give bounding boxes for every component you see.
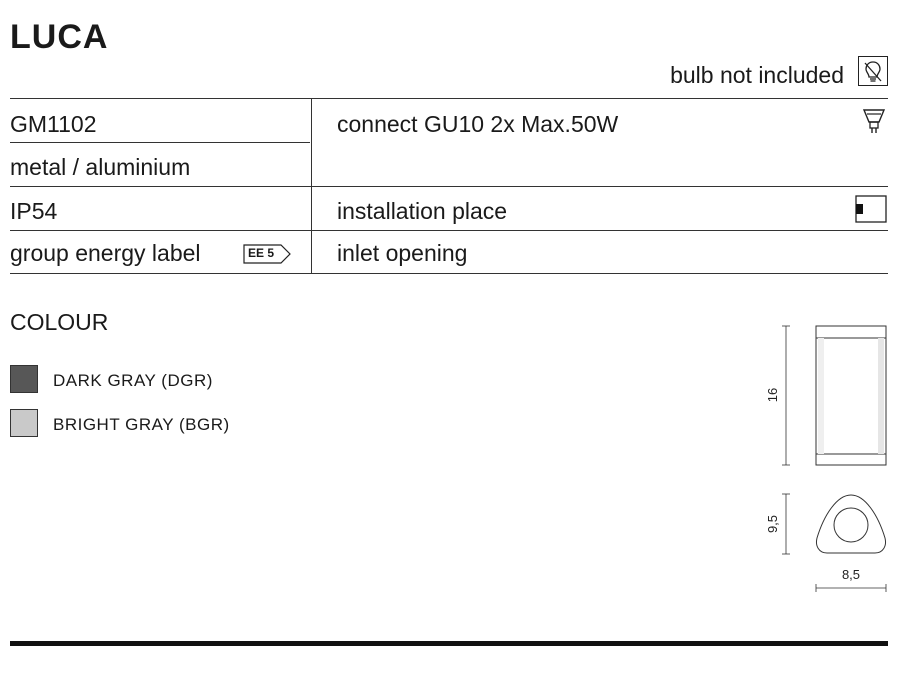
depth-dimension-line xyxy=(782,493,790,555)
bulb-note: bulb not included xyxy=(670,62,844,88)
connect-spec: connect GU10 2x Max.50W xyxy=(337,111,619,137)
ip-rating: IP54 xyxy=(10,198,58,224)
table-rule xyxy=(10,142,310,143)
height-dimension-line xyxy=(782,325,790,466)
energy-label: group energy label xyxy=(10,240,201,266)
dimension-drawing: 16 9,5 8,5 xyxy=(765,325,887,592)
top-view-drawing xyxy=(816,494,886,554)
bottom-rule xyxy=(10,641,888,646)
table-rule xyxy=(10,230,888,231)
width-dimension-line xyxy=(815,584,887,592)
table-top-rule xyxy=(10,98,888,99)
swatch-dark-gray[interactable] xyxy=(10,365,38,393)
product-code: GM1102 xyxy=(10,111,97,137)
table-bottom-rule xyxy=(10,273,888,274)
installation-place: installation place xyxy=(337,198,508,224)
bulb-not-included-icon xyxy=(858,56,888,86)
swatch-bright-gray[interactable] xyxy=(10,409,38,437)
inlet-opening: inlet opening xyxy=(337,240,468,266)
energy-badge-text: EE 5 xyxy=(248,246,275,260)
energy-badge-icon: EE 5 xyxy=(243,243,293,265)
colour-heading: COLOUR xyxy=(10,309,109,335)
product-title: LUCA xyxy=(10,18,109,56)
swatch-label-bright-gray: BRIGHT GRAY (BGR) xyxy=(53,415,230,434)
depth-dimension-label: 9,5 xyxy=(765,515,780,533)
wall-mount-icon xyxy=(855,195,887,228)
gu10-bulb-icon xyxy=(862,108,886,141)
material: metal / aluminium xyxy=(10,154,191,180)
height-dimension-label: 16 xyxy=(765,388,780,402)
width-dimension-label: 8,5 xyxy=(842,567,860,582)
swatch-label-dark-gray: DARK GRAY (DGR) xyxy=(53,371,213,390)
table-rule xyxy=(10,186,888,187)
side-view-drawing xyxy=(815,325,887,466)
table-column-divider xyxy=(311,99,312,273)
